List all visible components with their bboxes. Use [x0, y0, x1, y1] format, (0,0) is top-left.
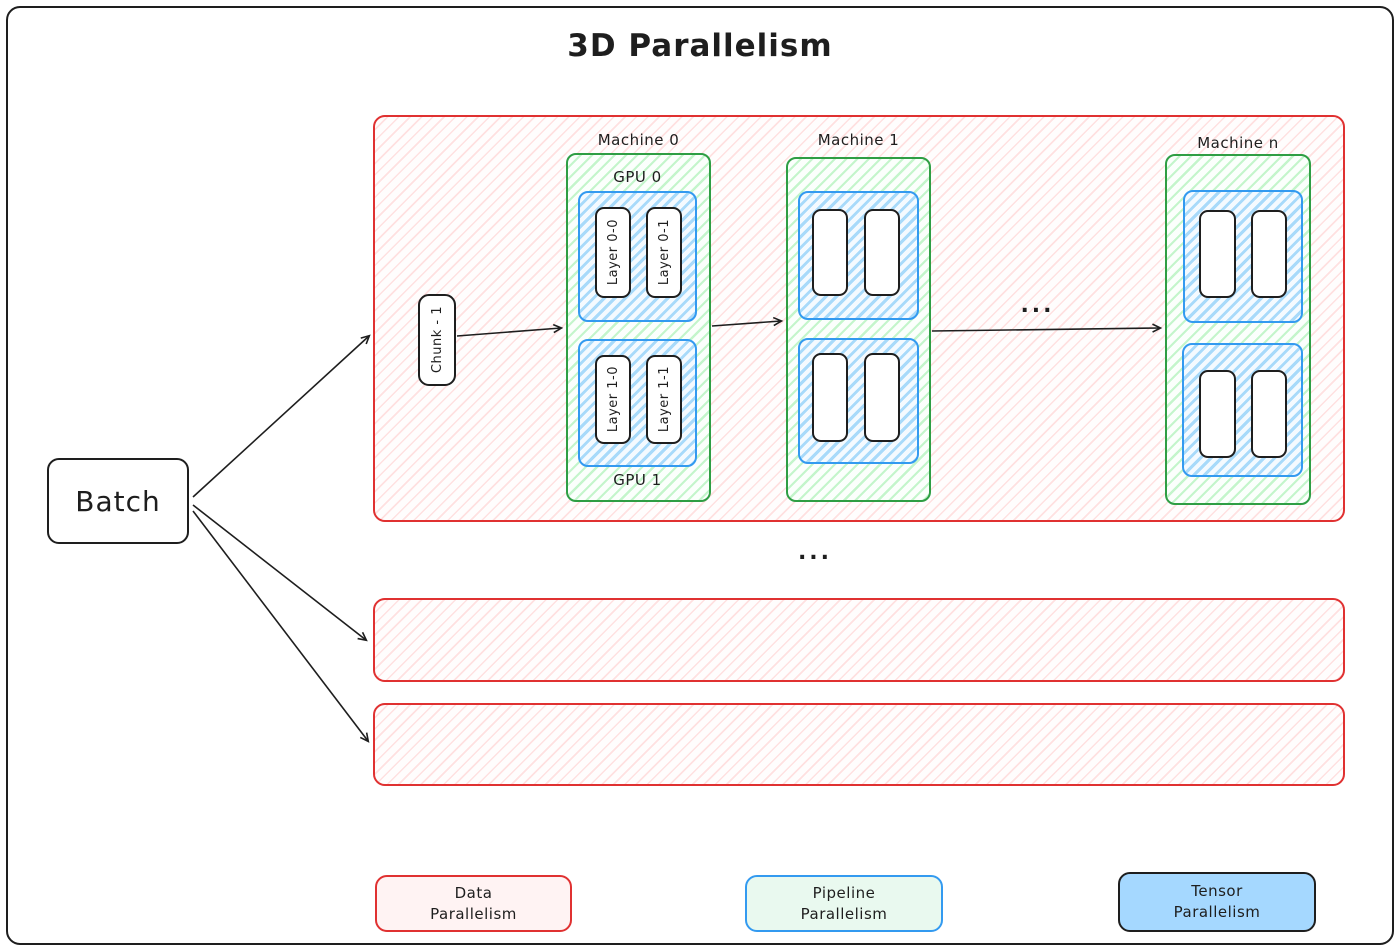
gpu-shard-slot [864, 209, 900, 296]
gpu-shard-slot [812, 353, 848, 442]
machine-1-label: Machine 1 [817, 131, 900, 149]
legend-tensor-line2: Parallelism [1173, 903, 1261, 921]
data-parallel-group-2 [373, 703, 1345, 786]
layer-0-0: Layer 0-0 [595, 207, 631, 298]
data-parallel-group-1 [373, 598, 1345, 682]
layer-1-1: Layer 1-1 [646, 355, 682, 444]
chunk-label: Chunk - 1 [429, 306, 445, 374]
layer-0-1-label: Layer 0-1 [656, 219, 672, 286]
layer-1-0-label: Layer 1-0 [605, 366, 621, 433]
gpu-1-label: GPU 1 [613, 471, 662, 489]
machine-n-label: Machine n [1197, 134, 1279, 152]
outer-frame [6, 6, 1394, 945]
gpu-shard-slot [864, 353, 900, 442]
legend-data-line1: Data [454, 883, 493, 902]
legend-tensor-line1: Tensor [1191, 882, 1243, 900]
gpu-shard-slot [1251, 210, 1287, 298]
layer-0-1: Layer 0-1 [646, 207, 682, 298]
legend-pipeline-line2: Parallelism [800, 904, 888, 923]
layer-1-0: Layer 1-0 [595, 355, 631, 444]
legend-pipeline-parallelism: Pipeline Parallelism [745, 875, 943, 932]
batch-node: Batch [47, 458, 189, 544]
batch-label: Batch [75, 484, 161, 518]
gpu-shard-slot [1199, 370, 1236, 458]
gpu-shard-slot [1251, 370, 1287, 458]
gpu-shard-slot [1199, 210, 1236, 298]
legend-pipeline-line1: Pipeline [812, 883, 876, 902]
gpu-shard-slot [812, 209, 848, 296]
chunk-node: Chunk - 1 [418, 294, 456, 386]
layer-0-0-label: Layer 0-0 [605, 219, 621, 286]
layer-1-1-label: Layer 1-1 [656, 366, 672, 433]
legend-tensor-parallelism: Tensor Parallelism [1118, 872, 1316, 932]
diagram-title: 3D Parallelism [567, 28, 833, 64]
legend-data-line2: Parallelism [430, 904, 517, 923]
machine-0-label: Machine 0 [597, 131, 680, 149]
legend-data-parallelism: Data Parallelism [375, 875, 572, 932]
replicas-ellipsis: ... [797, 540, 833, 565]
machines-ellipsis: ... [1020, 293, 1055, 318]
gpu-0-label: GPU 0 [613, 168, 662, 186]
